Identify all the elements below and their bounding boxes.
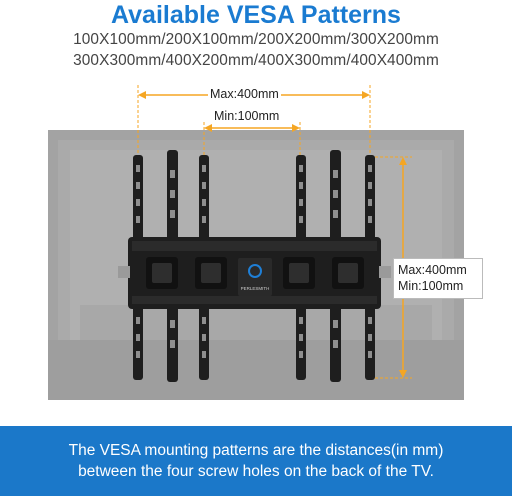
- vesa-patterns-line-1: 100X100mm/200X100mm/200X200mm/300X200mm: [73, 31, 439, 48]
- brand-logo-icon: [248, 264, 262, 278]
- vertical-min-label: Min:100mm: [398, 279, 464, 293]
- vertical-max-label: Max:400mm: [398, 263, 467, 277]
- page-title: Available VESA Patterns: [111, 1, 401, 29]
- footer-line-1: The VESA mounting patterns are the dista…: [68, 442, 444, 459]
- footer-line-2: between the four screw holes on the back…: [78, 463, 434, 480]
- wall-plate: [118, 237, 391, 309]
- vesa-diagram: PERLESMITH: [48, 85, 464, 400]
- brand-logo-text: PERLESMITH: [241, 286, 270, 291]
- vesa-patterns-line-2: 300X300mm/400X200mm/400X300mm/400X400mm: [73, 52, 439, 69]
- horizontal-max-label: Max:400mm: [208, 87, 281, 101]
- vertical-dimension-box: Max:400mm Min:100mm: [393, 258, 483, 299]
- horizontal-min-arrow: [203, 122, 301, 157]
- footer-banner: The VESA mounting patterns are the dista…: [0, 426, 512, 496]
- horizontal-min-label: Min:100mm: [212, 109, 282, 123]
